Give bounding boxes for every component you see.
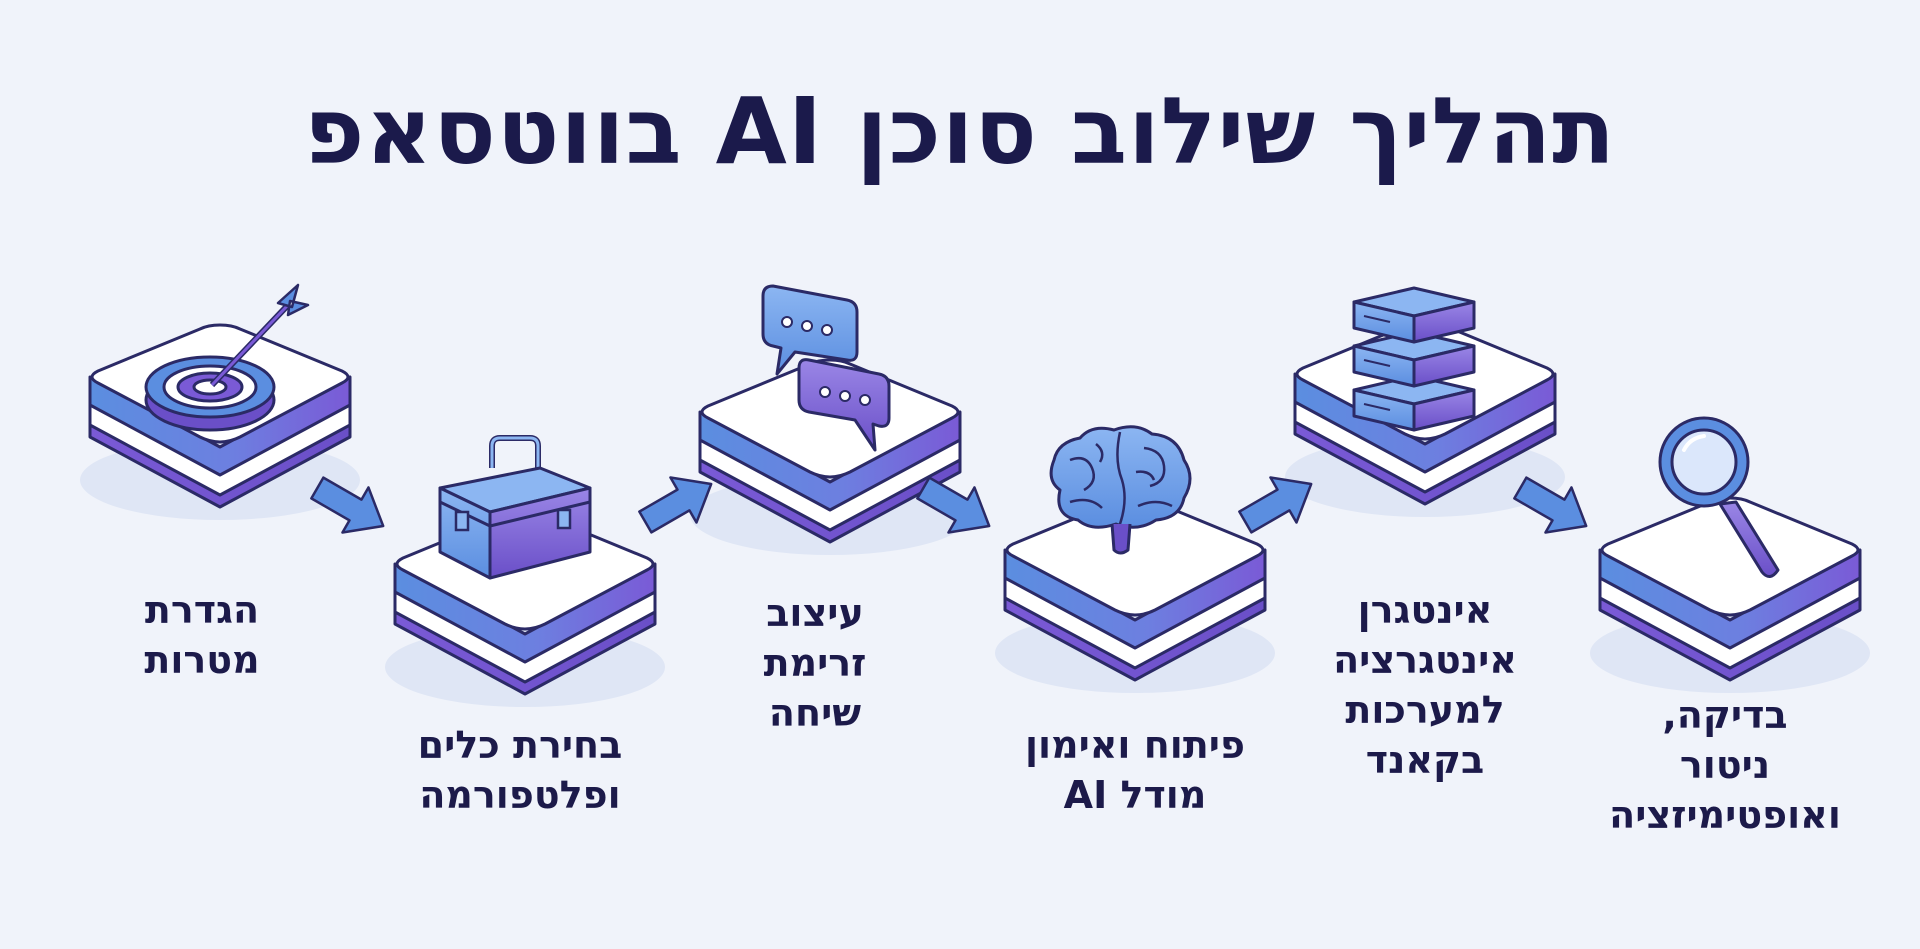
step-label-line: הגדרת [144, 588, 260, 632]
step-label-line: אינטגרן [1357, 588, 1493, 632]
step-label-conversation-flow: עיצוב זרימת שיחה [665, 588, 965, 738]
step-label-line: מטרות [144, 638, 260, 683]
page-title: תהליך שילוב סוכן AI בווטסאפ [303, 78, 1617, 185]
step-label-integration: אינטגרן אינטגרציה למערכות בקאנד [1275, 585, 1575, 786]
step-label-line: למערכות [1345, 688, 1505, 733]
target-icon [138, 283, 310, 435]
step-label-line: אינטגרציה [1333, 638, 1517, 683]
step-label-line: פיתוח ואימון [1024, 723, 1245, 767]
step-label-line: בחירת כלים [417, 723, 623, 767]
step-label-line: זרימת [763, 641, 867, 686]
step-label-line: מודל AI [1063, 773, 1207, 818]
step-label-testing: בדיקה, ניטור ואופטימיזציה [1575, 690, 1875, 840]
step-label-line: ניטור [1679, 743, 1771, 788]
step-label-line: ופלטפורמה [419, 773, 621, 818]
toolbox-icon [430, 428, 600, 588]
step-label-line: ואופטימיזציה [1609, 793, 1841, 838]
magnifier-icon [1650, 412, 1790, 582]
step-label-line: בקאנד [1365, 738, 1485, 783]
step-label-line: עיצוב [766, 591, 864, 635]
chat-bubbles-icon [755, 282, 895, 452]
step-label-line: בדיקה, [1662, 693, 1788, 737]
brain-icon [1040, 420, 1200, 560]
step-label-line: שיחה [768, 691, 862, 736]
server-icon [1350, 280, 1480, 440]
step-label-tools: בחירת כלים ופלטפורמה [370, 720, 670, 820]
step-label-goals: הגדרת מטרות [52, 585, 352, 685]
step-label-ai-model: פיתוח ואימון מודל AI [985, 720, 1285, 820]
